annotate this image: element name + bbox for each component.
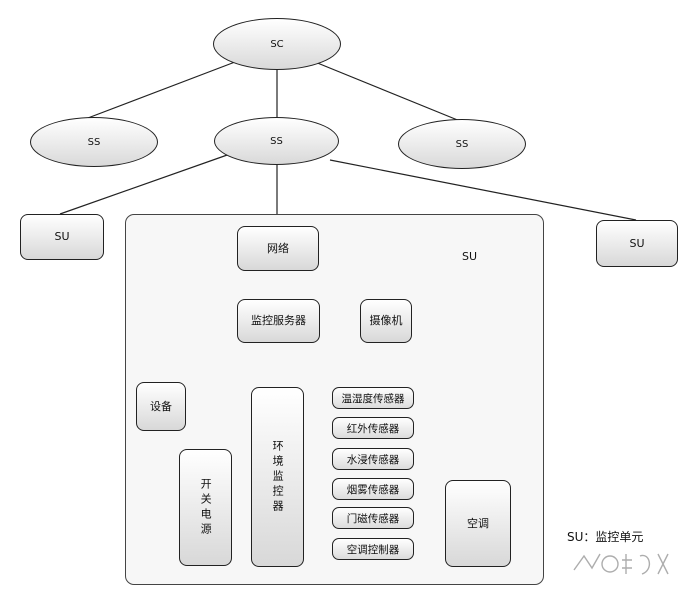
sensor-water: 水浸传感器 (332, 448, 414, 470)
sensor-smoke: 烟雾传感器 (332, 478, 414, 500)
aircon-controller: 空调控制器 (332, 538, 414, 560)
sensor-door: 门磁传感器 (332, 507, 414, 529)
legend-su: SU：监控单元 (567, 530, 644, 544)
sensor-label: 空调控制器 (346, 543, 400, 556)
ss-left-label: SS (87, 136, 101, 148)
sensor-label: 烟雾传感器 (346, 483, 400, 496)
ss-right-label: SS (455, 138, 469, 150)
sensor-label: 门磁传感器 (346, 512, 400, 525)
sensor-temp-humidity: 温湿度传感器 (332, 387, 414, 409)
sensor-infrared: 红外传感器 (332, 417, 414, 439)
env-controller-label: 环境监控器 (271, 439, 285, 515)
sensor-label: 水浸传感器 (346, 453, 400, 466)
aircon-node: 空调 (445, 480, 511, 567)
env-controller-node: 环境监控器 (251, 387, 304, 567)
network-node: 网络 (237, 226, 319, 271)
camera-node: 摄像机 (360, 299, 412, 343)
ss-node-right: SS (398, 119, 526, 169)
ss-node-center: SS (214, 117, 339, 165)
sc-node: SC (213, 18, 341, 70)
su-frame-label: SU (462, 250, 478, 263)
monitoring-server-node: 监控服务器 (237, 299, 320, 343)
legend: SU：监控单元 (567, 530, 643, 545)
monitoring-server-label: 监控服务器 (251, 314, 306, 328)
su-node-right: SU (596, 220, 678, 267)
sc-label: SC (270, 38, 284, 50)
watermark-logo (573, 553, 669, 575)
su-right-label: SU (629, 236, 645, 250)
switch-power-label: 开关电源 (199, 477, 213, 538)
aircon-label: 空调 (467, 516, 489, 530)
camera-label: 摄像机 (369, 314, 403, 328)
su-node-left: SU (20, 214, 104, 260)
sensor-label: 温湿度传感器 (341, 392, 405, 405)
device-label: 设备 (150, 399, 172, 413)
su-left-label: SU (54, 230, 70, 244)
switch-power-node: 开关电源 (179, 449, 232, 566)
ss-node-left: SS (30, 117, 158, 167)
sensor-label: 红外传感器 (346, 422, 400, 435)
network-label: 网络 (267, 241, 289, 255)
ss-center-label: SS (270, 135, 283, 147)
device-node: 设备 (136, 382, 186, 431)
